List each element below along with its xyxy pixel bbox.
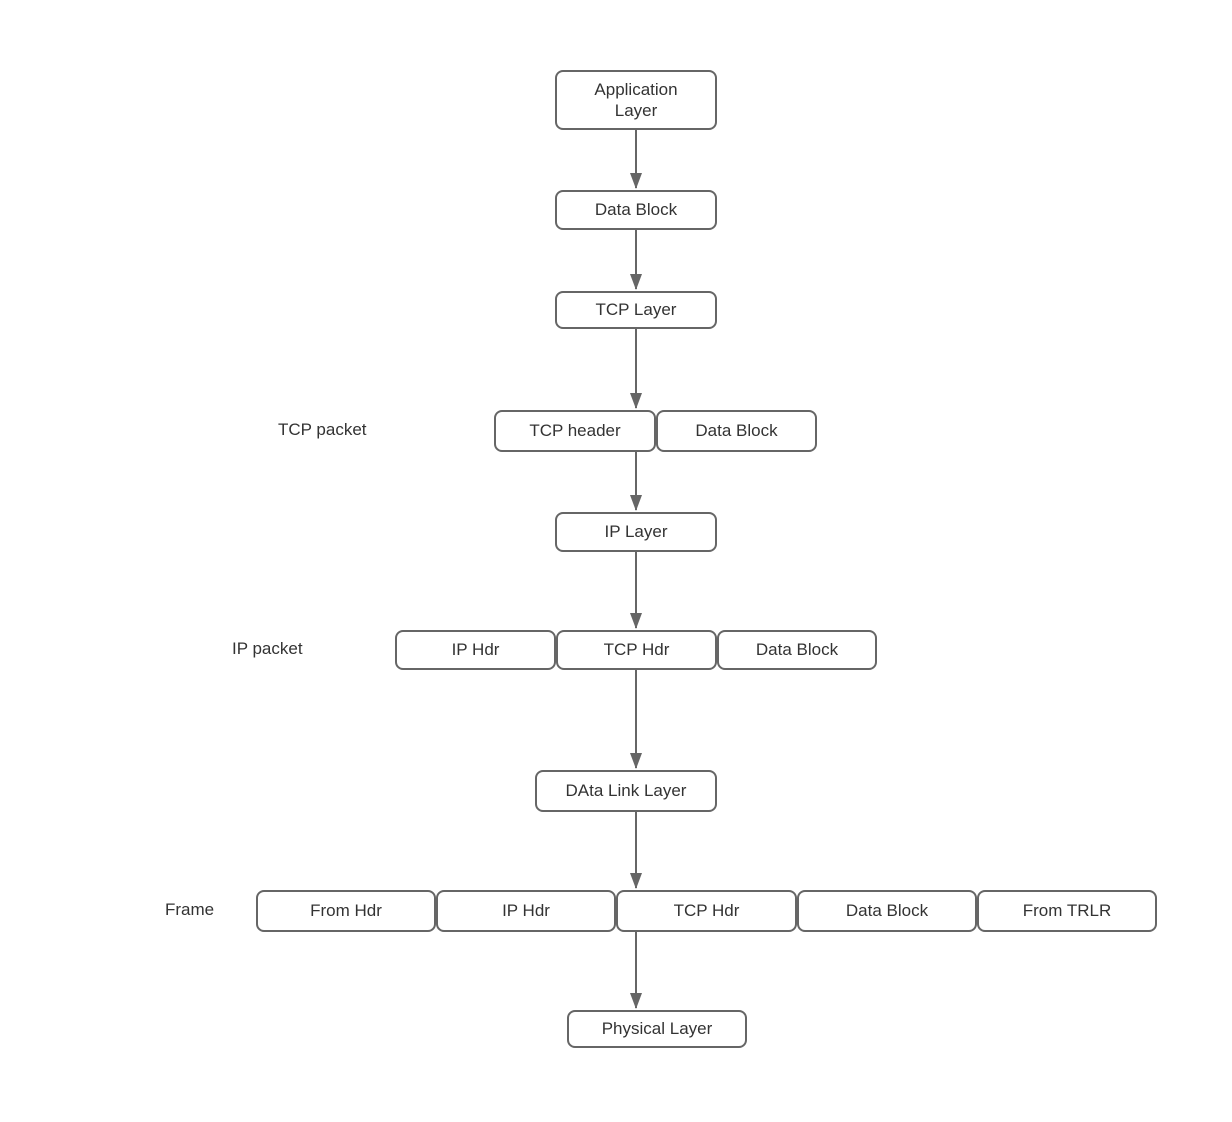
node-frame-ip-hdr-label: IP Hdr	[502, 901, 550, 921]
node-tcp-layer: TCP Layer	[555, 291, 717, 329]
node-frame-tcp-hdr-label: TCP Hdr	[673, 901, 740, 921]
node-frame-data-block: Data Block	[797, 890, 977, 932]
node-tcp-header: TCP header	[494, 410, 656, 452]
node-ip-tcp-hdr: TCP Hdr	[556, 630, 717, 670]
node-frame-from-hdr-label: From Hdr	[310, 901, 382, 921]
node-ip-layer: IP Layer	[555, 512, 717, 552]
row-label-ip-packet: IP packet	[232, 639, 303, 658]
row-label-tcp-packet: TCP packet	[278, 420, 367, 439]
node-frame-from-hdr: From Hdr	[256, 890, 436, 932]
node-frame-tcp-hdr: TCP Hdr	[616, 890, 797, 932]
node-data-link-layer-label: DAta Link Layer	[565, 781, 687, 801]
node-frame-from-trlr: From TRLR	[977, 890, 1157, 932]
node-ip-data-block-label: Data Block	[755, 640, 839, 660]
node-application-layer-label: Application Layer	[594, 79, 678, 120]
node-data-link-layer: DAta Link Layer	[535, 770, 717, 812]
row-label-frame: Frame	[165, 900, 215, 919]
node-ip-tcp-hdr-label: TCP Hdr	[603, 640, 670, 660]
node-ip-layer-label: IP Layer	[604, 522, 668, 542]
node-tcp-header-label: TCP header	[529, 421, 621, 441]
node-frame-data-block-label: Data Block	[845, 901, 929, 921]
node-physical-layer-label: Physical Layer	[601, 1019, 713, 1039]
node-app-data-block: Data Block	[555, 190, 717, 230]
node-tcp-data-block-label: Data Block	[695, 421, 778, 441]
node-tcp-layer-label: TCP Layer	[595, 300, 677, 320]
node-ip-hdr: IP Hdr	[395, 630, 556, 670]
node-tcp-data-block: Data Block	[656, 410, 817, 452]
node-application-layer: Application Layer	[555, 70, 717, 130]
node-frame-ip-hdr: IP Hdr	[436, 890, 616, 932]
node-app-data-block-label: Data Block	[594, 200, 678, 220]
node-ip-hdr-label: IP Hdr	[451, 640, 500, 660]
node-frame-from-trlr-label: From TRLR	[1022, 901, 1112, 921]
node-ip-data-block: Data Block	[717, 630, 877, 670]
node-physical-layer: Physical Layer	[567, 1010, 747, 1048]
